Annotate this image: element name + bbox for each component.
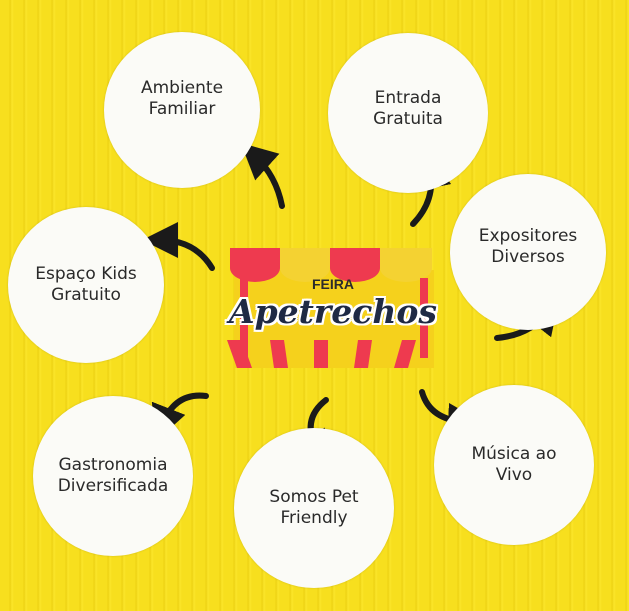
arrow-icon	[240, 142, 285, 209]
feature-gastronomia: Gastronomia Diversificada	[33, 396, 193, 556]
feature-expositores-diversos: Expositores Diversos	[450, 174, 606, 330]
feature-label: Entrada Gratuita	[373, 88, 443, 129]
logo-apetrechos-text: Apetrechos	[229, 292, 437, 331]
arrow-icon	[142, 222, 215, 271]
logo-feira-text: FEIRA	[312, 276, 354, 292]
market-stall-icon	[227, 248, 434, 368]
feira-apetrechos-logo: FEIRA Apetrechos	[222, 240, 444, 368]
feature-label: Música ao Vivo	[471, 444, 557, 485]
feature-label: Ambiente Familiar	[140, 78, 224, 119]
feature-espaco-kids: Espaço Kids Gratuito	[8, 207, 164, 363]
feature-label: Somos Pet Friendly	[269, 487, 359, 528]
feature-pet-friendly: Somos Pet Friendly	[234, 428, 394, 588]
feature-musica-ao-vivo: Música ao Vivo	[434, 385, 594, 545]
feature-label: Gastronomia Diversificada	[57, 455, 169, 496]
feature-label: Espaço Kids Gratuito	[35, 264, 137, 305]
feature-label: Expositores Diversos	[478, 226, 578, 267]
feature-ambiente-familiar: Ambiente Familiar	[104, 32, 260, 188]
feature-entrada-gratuita: Entrada Gratuita	[328, 33, 488, 193]
